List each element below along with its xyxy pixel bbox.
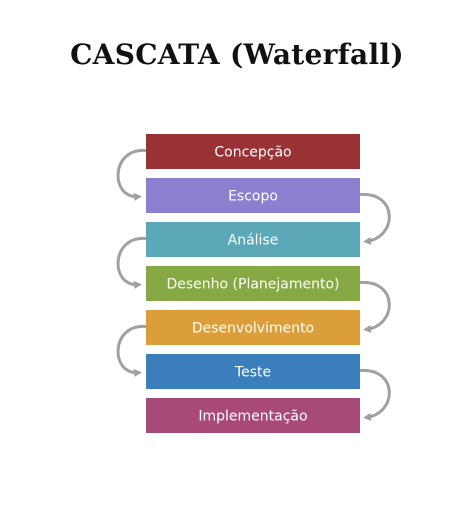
step-box — [146, 310, 360, 345]
step-label: Desenho (Planejamento) — [166, 277, 339, 293]
step-label: Desenvolvimento — [192, 321, 314, 337]
step-box — [146, 222, 360, 257]
step-desenho-planejamento: Desenho (Planejamento) — [146, 266, 360, 301]
connector-arrow — [359, 368, 391, 421]
connector-arrows — [116, 148, 391, 421]
connector-arrow — [116, 324, 147, 377]
step-label: Teste — [234, 365, 271, 381]
step-teste: Teste — [146, 354, 360, 389]
page-title: CASCATA (Waterfall) — [70, 38, 404, 71]
step-label: Concepção — [214, 145, 291, 161]
step-implementacao: Implementação — [146, 398, 360, 433]
connector-arrow — [359, 192, 391, 245]
step-analise: Análise — [146, 222, 360, 257]
step-label: Implementação — [198, 409, 307, 425]
step-box — [146, 178, 360, 213]
step-box — [146, 354, 360, 389]
step-label: Análise — [228, 233, 279, 249]
step-escopo: Escopo — [146, 178, 360, 213]
connector-arrow — [359, 280, 391, 333]
step-desenvolvimento: Desenvolvimento — [146, 310, 360, 345]
connector-arrow — [116, 148, 147, 201]
step-box — [146, 398, 360, 433]
step-box — [146, 134, 360, 169]
step-concepcao: Concepção — [146, 134, 360, 169]
step-box — [146, 266, 360, 301]
connector-arrow — [116, 236, 147, 289]
step-label: Escopo — [228, 189, 278, 205]
